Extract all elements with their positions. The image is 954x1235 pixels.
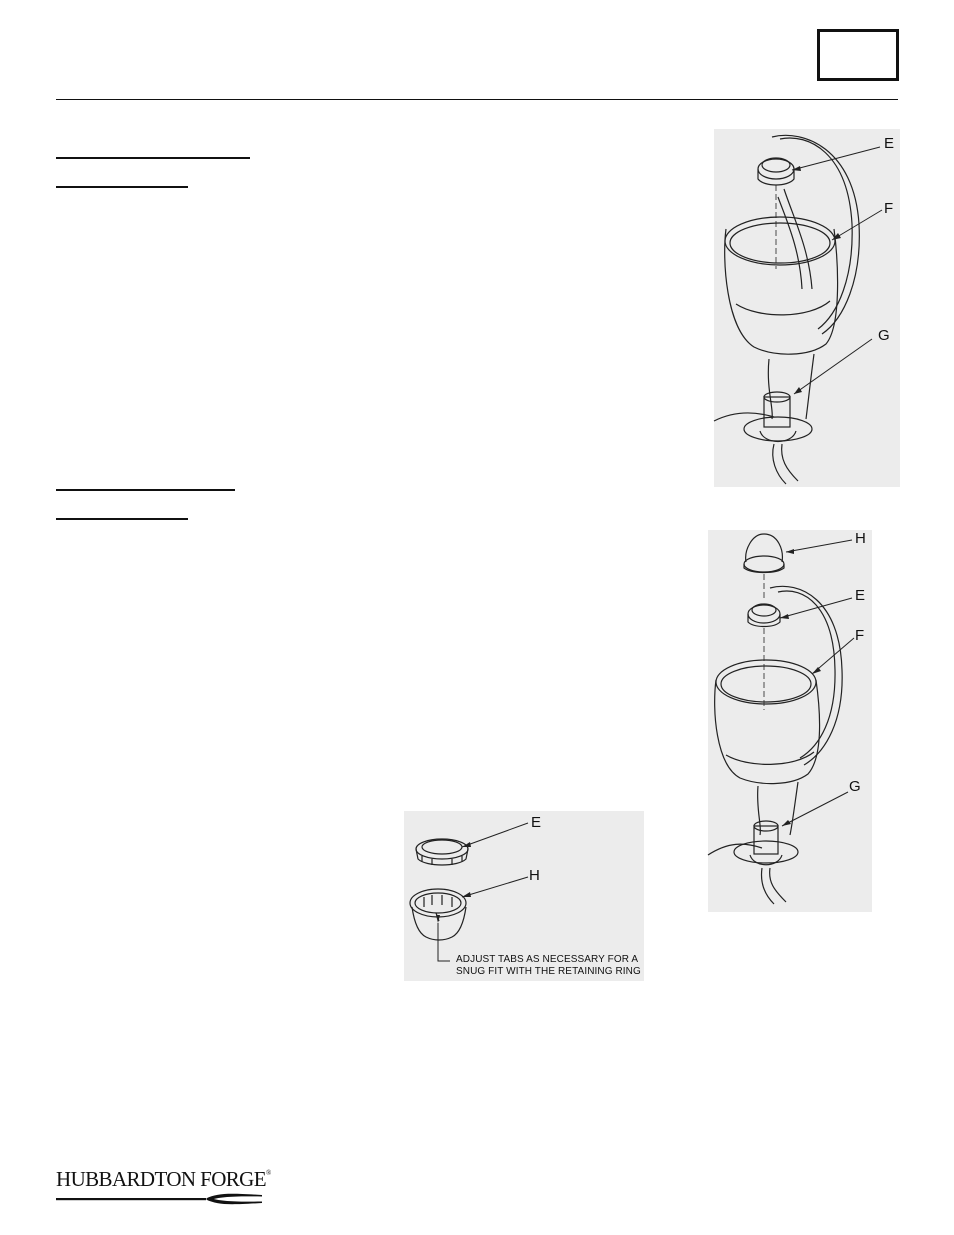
section1-subheading-underline <box>56 186 188 188</box>
detail-note: ADJUST TABS AS NECESSARY FOR A SNUG FIT … <box>456 954 641 978</box>
page-number-box <box>817 29 899 81</box>
figure-1-panel <box>714 129 900 487</box>
header-rule <box>56 99 898 100</box>
fig2-callout-H: H <box>855 530 866 547</box>
section2-heading-underline <box>56 489 235 491</box>
detail-callout-E: E <box>531 814 542 831</box>
fig1-callout-G: G <box>878 327 890 344</box>
figure-2-drawing <box>707 533 855 905</box>
trademark-symbol: ® <box>265 1169 271 1177</box>
section2-subheading-underline <box>56 518 188 520</box>
fig2-callout-G: G <box>849 778 861 795</box>
fig2-callout-E: E <box>855 587 866 604</box>
detail-note-line-1: ADJUST TABS AS NECESSARY FOR A <box>456 954 639 965</box>
figure-1-drawing <box>713 134 883 485</box>
section1-heading-underline <box>56 157 250 159</box>
brand-logo: HUBBARDTON FORGE® <box>56 1167 271 1192</box>
fig1-callout-F: F <box>884 200 894 217</box>
detail-figure-drawing <box>409 822 529 962</box>
fig1-callout-E: E <box>884 135 895 152</box>
fig2-callout-F: F <box>855 627 865 644</box>
detail-note-line-2: SNUG FIT WITH THE RETAINING RING <box>456 966 641 977</box>
brand-logo-mark <box>56 1193 262 1205</box>
brand-name: HUBBARDTON FORGE <box>56 1167 267 1191</box>
detail-callout-H: H <box>529 867 540 884</box>
